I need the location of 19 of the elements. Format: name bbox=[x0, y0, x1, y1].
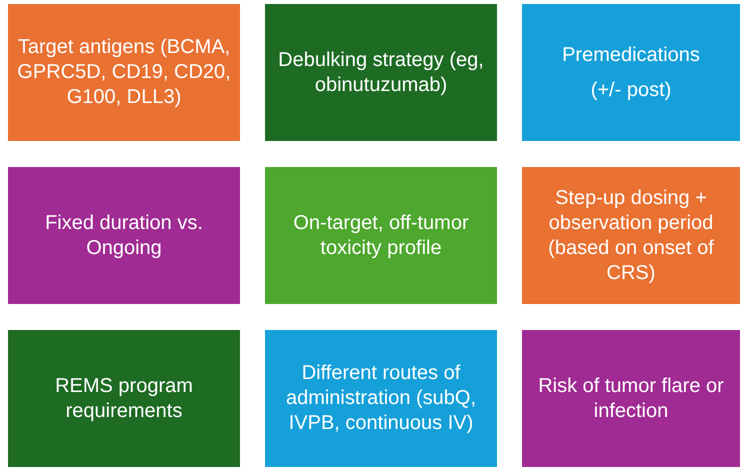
tile-text: On-target, off-tumor toxicity profile bbox=[292, 210, 470, 260]
info-tile bbox=[522, 4, 740, 141]
info-tile bbox=[265, 330, 497, 467]
info-tile bbox=[522, 167, 740, 304]
tile-text: Fixed duration vs. Ongoing bbox=[44, 210, 204, 260]
tile-text: Debulking strategy (eg, obinutuzumab) bbox=[277, 48, 485, 98]
tile-text: Premedications bbox=[562, 42, 700, 68]
info-tile bbox=[522, 330, 740, 467]
info-tile bbox=[265, 167, 497, 304]
tile-text: Target antigens (BCMA, GPRC5D, CD19, CD20, G100, DLL3) bbox=[16, 35, 232, 110]
info-tile bbox=[8, 4, 240, 141]
tile-text: (+/- post) bbox=[590, 78, 672, 102]
tile-text: REMS program requirements bbox=[54, 374, 194, 424]
info-tile bbox=[8, 167, 240, 304]
tile-text: Different routes of administration (subQ, IVPB, continuous IV) bbox=[284, 361, 478, 436]
info-tile bbox=[8, 330, 240, 467]
info-tile bbox=[265, 4, 497, 141]
tile-text: Step-up dosing + observation period (based on onset of CRS) bbox=[547, 186, 715, 286]
tile-text: Risk of tumor flare or infection bbox=[537, 374, 725, 424]
